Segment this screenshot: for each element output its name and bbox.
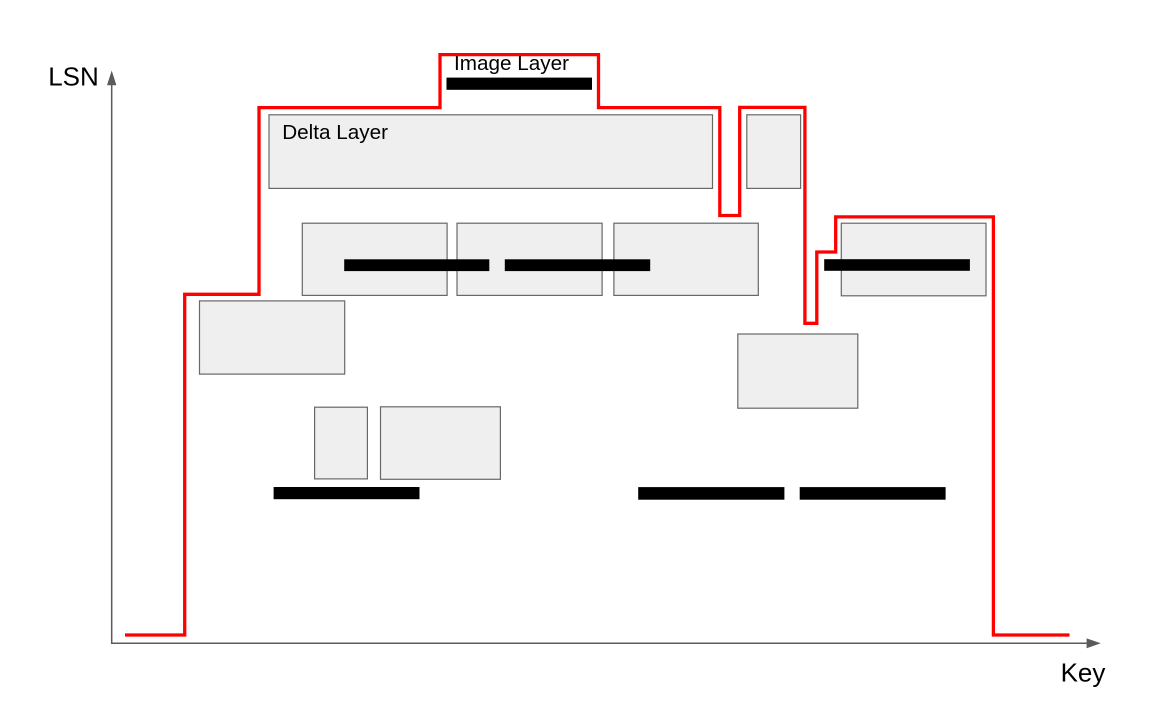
svg-text:Image Layer: Image Layer (454, 52, 569, 75)
svg-text:Delta Layer: Delta Layer (282, 121, 388, 144)
svg-text:LSN: LSN (48, 62, 99, 92)
svg-text:Key: Key (1061, 658, 1106, 688)
